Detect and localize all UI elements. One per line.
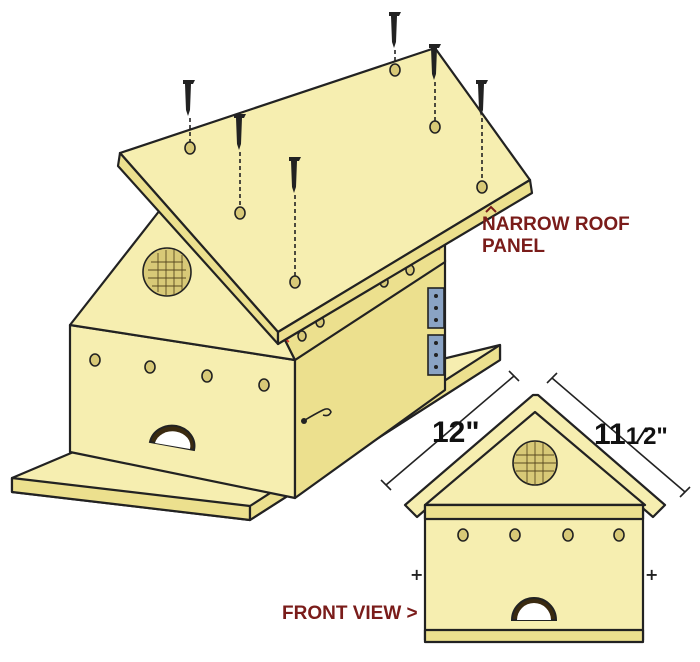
caret-mark [485, 205, 497, 213]
leader-line [439, 224, 479, 249]
svg-text:+: + [410, 565, 423, 584]
screw-icon [429, 44, 441, 121]
screw-icon [389, 12, 401, 64]
screw-icon [234, 114, 246, 207]
hook-latch [304, 408, 332, 421]
front-wall [68, 323, 297, 500]
dimension-12: 12" [380, 370, 520, 491]
screws [183, 12, 488, 276]
narrow-roof-panel-label: NARROW ROOF [482, 214, 630, 235]
screw-icon [183, 80, 195, 142]
svg-text:+: + [645, 565, 658, 584]
assembly-view: × × [10, 12, 534, 522]
narrow-roof-panel-label-line2: PANEL [482, 236, 545, 257]
front-view: + + [403, 393, 667, 644]
dimension-11-half: 111⁄2" [546, 372, 691, 498]
screw-icon [476, 80, 488, 181]
front-view-label: FRONT VIEW > [282, 603, 418, 624]
dim-11-half-label: 111⁄2" [594, 418, 668, 451]
dim-12-label: 12" [432, 416, 480, 449]
screw-icon [289, 157, 301, 276]
vent-screen-round [142, 247, 192, 297]
side-wall [293, 258, 447, 500]
wide-roof-panel [116, 46, 534, 346]
